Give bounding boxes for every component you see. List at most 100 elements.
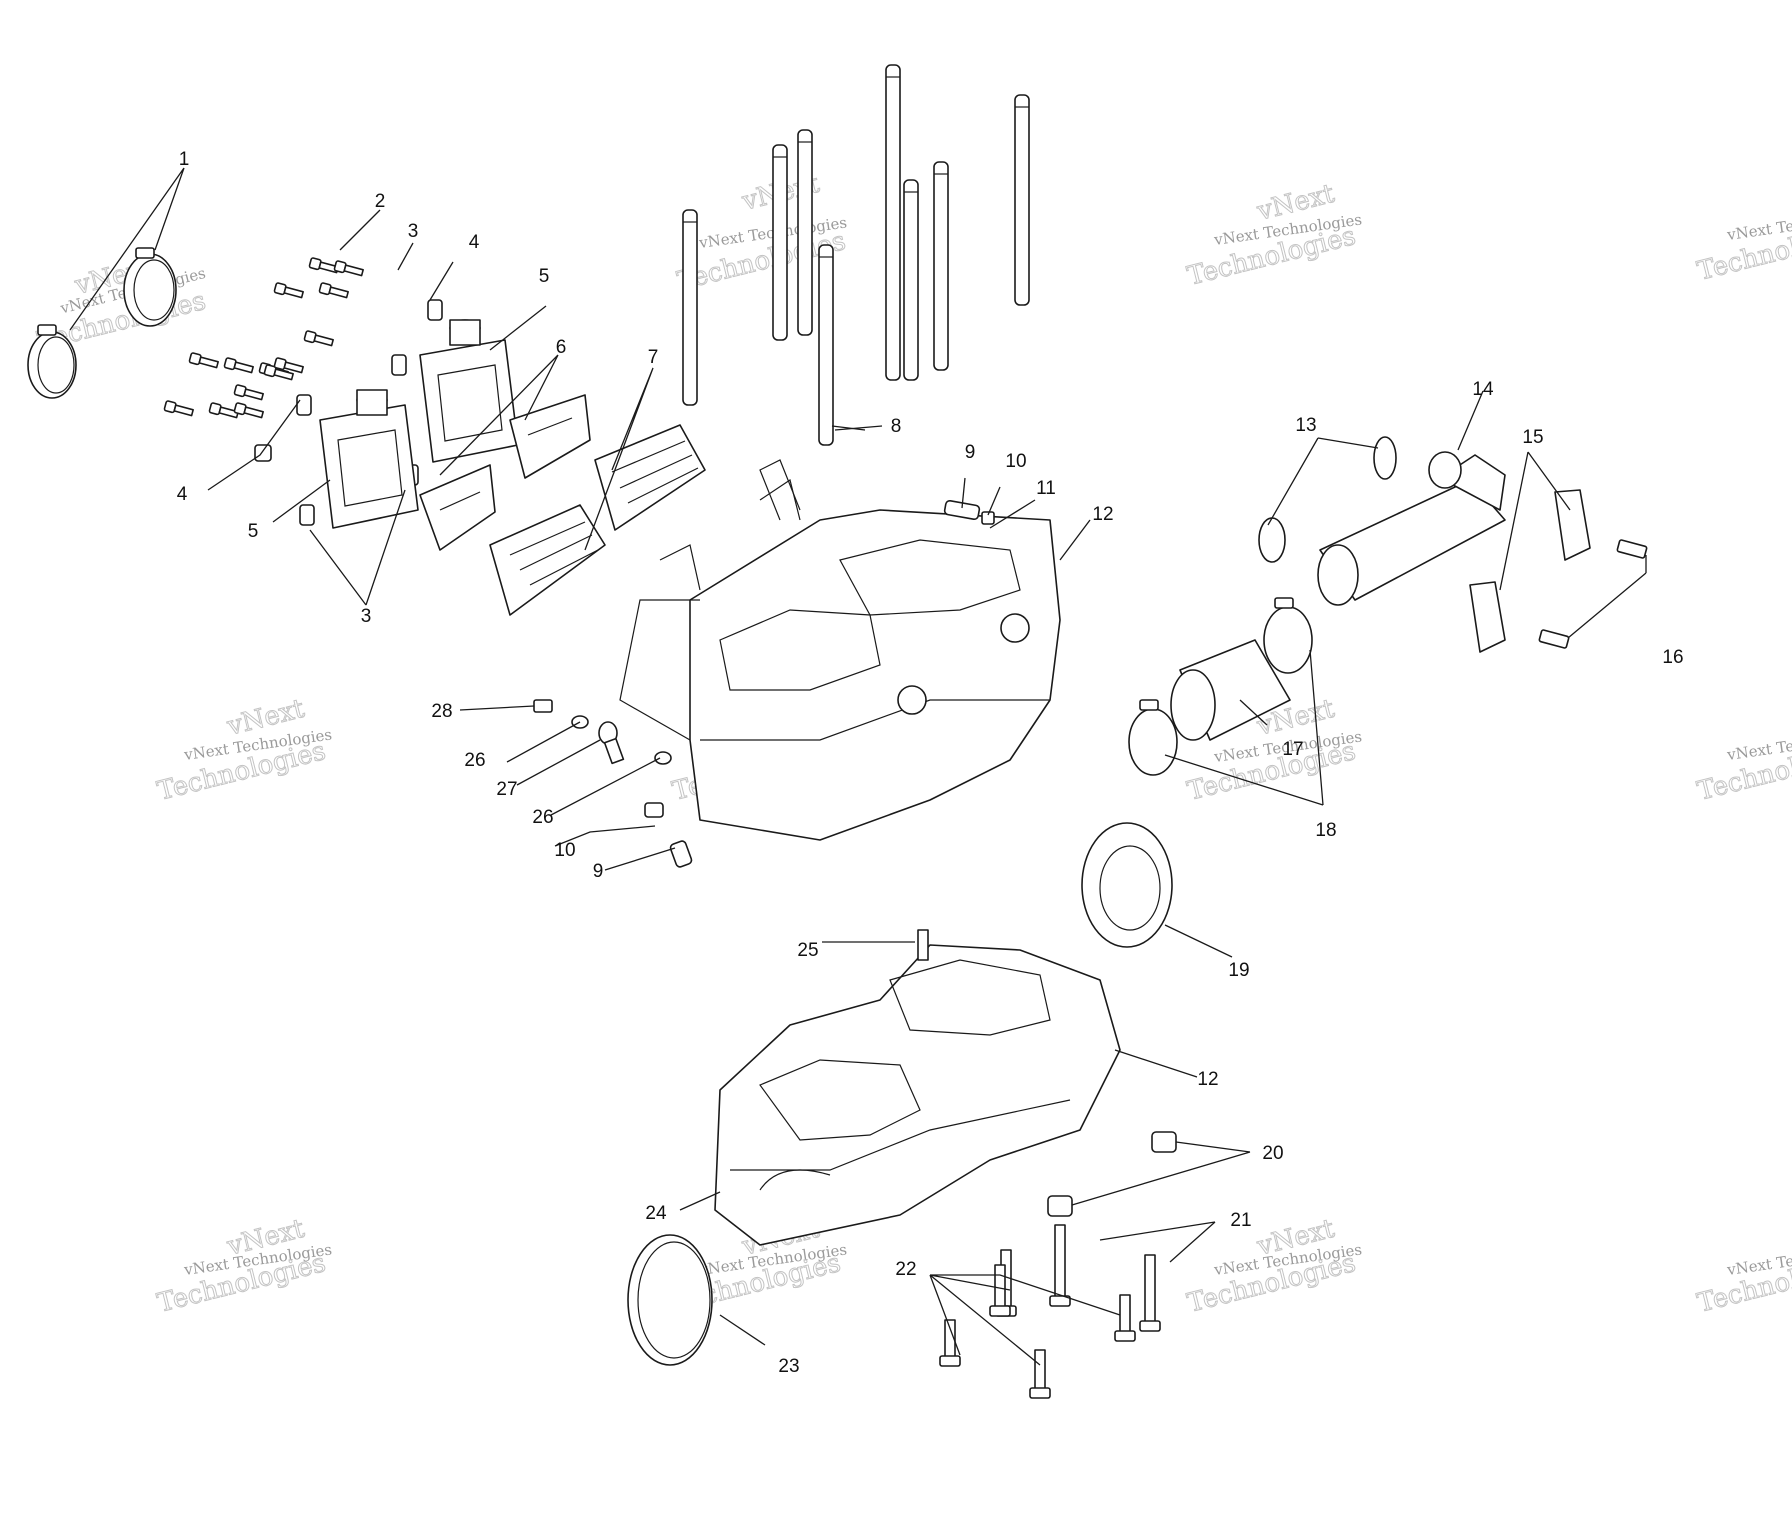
callout-11: 11 <box>1036 478 1056 499</box>
screw-shank <box>283 361 304 374</box>
pin-parts-9-10-11 <box>644 499 995 868</box>
callout-3: 3 <box>408 221 419 242</box>
screw-shank <box>243 406 264 419</box>
bolt-parts-21-22 <box>939 1224 1161 1399</box>
coupler-parts-17-18 <box>1128 597 1313 776</box>
screw <box>318 282 349 299</box>
watermark: vNext vNext Technologies Technologies <box>1184 178 1363 292</box>
screw <box>208 402 239 419</box>
callout-25: 25 <box>797 940 818 961</box>
oil-seal-part-19 <box>1081 822 1173 948</box>
screw-shank <box>343 264 364 277</box>
bolt-shank <box>1144 1254 1156 1326</box>
callout-16: 16 <box>1662 647 1683 668</box>
callouts: 1 2 3 4 5 6 7 4 5 3 8 9 10 11 12 13 14 1… <box>177 149 1684 1377</box>
callout-3: 3 <box>361 606 372 627</box>
callout-26: 26 <box>464 750 485 771</box>
bolt-head <box>1139 1320 1161 1332</box>
screw-shank <box>218 406 239 419</box>
screw <box>273 282 304 299</box>
watermark: vNext vNext Technologies Technologies <box>154 693 333 807</box>
mount-parts-15-16 <box>1469 489 1648 653</box>
watermark: vNext Technologies Technologies <box>1694 725 1792 807</box>
callout-2: 2 <box>375 191 386 212</box>
callout-10: 10 <box>1005 451 1026 472</box>
screw <box>273 357 304 374</box>
bolt-shank <box>1054 1224 1066 1301</box>
screw <box>233 384 264 401</box>
callout-12: 12 <box>1092 504 1113 525</box>
callout-7: 7 <box>648 347 659 368</box>
screw <box>333 260 364 277</box>
reed-housing-part-5 <box>319 319 519 529</box>
callout-5: 5 <box>539 266 550 287</box>
lower-crankcase-part-12 <box>714 929 1121 1246</box>
callout-9: 9 <box>593 861 604 882</box>
callout-23: 23 <box>778 1356 799 1377</box>
bolt-head <box>1029 1387 1051 1399</box>
callout-27: 27 <box>496 779 517 800</box>
stud <box>1014 94 1030 306</box>
screw-shank <box>313 334 334 347</box>
bolt-head <box>939 1355 961 1367</box>
stud-part-8 <box>682 64 1030 446</box>
upper-crankcase-part-12 <box>619 459 1061 841</box>
callout-28: 28 <box>431 701 452 722</box>
callout-13: 13 <box>1295 415 1316 436</box>
ring-part-23 <box>627 1234 713 1366</box>
stud <box>682 209 698 406</box>
watermark: vNext vNext Technologies Technologies <box>154 1213 333 1319</box>
callout-9: 9 <box>965 442 976 463</box>
screw-shank <box>328 286 349 299</box>
screw <box>223 357 254 374</box>
clip-parts-3-4 <box>254 299 443 526</box>
screw <box>303 330 334 347</box>
screw-shank <box>233 361 254 374</box>
screw-shank <box>273 368 294 381</box>
elbow-parts-13-14 <box>1258 436 1506 606</box>
stud <box>885 64 901 381</box>
callout-17: 17 <box>1282 739 1303 760</box>
bolt-shank <box>1034 1349 1046 1393</box>
leader-lines <box>69 167 1647 1366</box>
screw <box>163 400 194 417</box>
callout-1: 1 <box>179 149 190 170</box>
wedge-block-part-6 <box>419 394 591 551</box>
callout-14: 14 <box>1472 379 1494 400</box>
stud <box>903 179 919 381</box>
callout-22: 22 <box>895 1259 916 1280</box>
watermark: vNext Technologies Technologies <box>1694 205 1792 287</box>
callout-26: 26 <box>532 807 553 828</box>
callout-10: 10 <box>554 840 575 861</box>
callout-19: 19 <box>1228 960 1249 981</box>
stud <box>797 129 813 336</box>
bolt-head <box>1049 1295 1071 1307</box>
stud <box>933 161 949 371</box>
watermark: vNext Technologies Technologies <box>1694 1240 1792 1319</box>
callout-8: 8 <box>891 416 902 437</box>
callout-12: 12 <box>1197 1069 1218 1090</box>
callout-21: 21 <box>1230 1210 1251 1231</box>
bolt-head <box>1114 1330 1136 1342</box>
screw <box>233 402 264 419</box>
screw <box>188 352 219 369</box>
stud <box>772 144 788 341</box>
bolt-head <box>989 1305 1011 1317</box>
callout-6: 6 <box>556 337 567 358</box>
callout-5: 5 <box>248 521 259 542</box>
screw <box>308 257 339 274</box>
callout-18: 18 <box>1315 820 1336 841</box>
fitting-parts-26-27-28 <box>533 699 672 765</box>
stud <box>818 244 834 446</box>
callout-15: 15 <box>1522 427 1543 448</box>
plug-part-20 <box>1047 1131 1177 1217</box>
bolt-shank <box>944 1319 956 1361</box>
watermark: vNext vNext Technologies Technologies <box>1184 1213 1363 1319</box>
screw <box>263 364 294 381</box>
callout-4: 4 <box>177 484 188 505</box>
callout-4: 4 <box>469 232 480 253</box>
hose-clamp-part-1 <box>27 247 177 399</box>
screw-shank <box>243 388 264 401</box>
screw-shank <box>283 286 304 299</box>
